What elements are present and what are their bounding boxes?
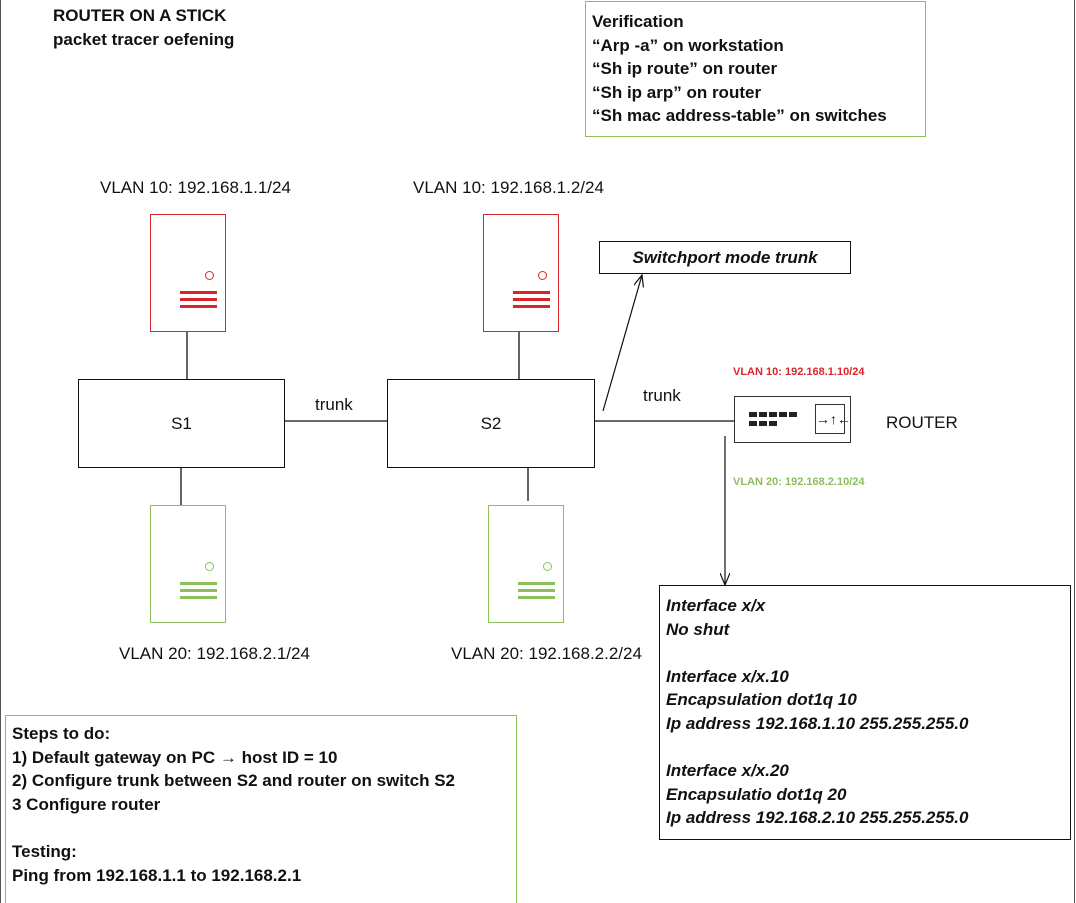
- pc2-vlan10-icon[interactable]: [483, 214, 559, 332]
- pc1-label: VLAN 10: 192.168.1.1/24: [100, 178, 291, 197]
- diagram-title: ROUTER ON A STICK packet tracer oefening: [53, 4, 234, 52]
- verification-line: “Sh ip route” on router: [592, 59, 778, 79]
- steps-heading: Steps to do:: [12, 724, 111, 743]
- verification-line: “Sh mac address-table” on switches: [592, 106, 887, 126]
- pc4-vlan20-icon[interactable]: [488, 505, 564, 623]
- switch-s2-label: S2: [480, 413, 502, 433]
- verification-line: “Sh ip arp” on router: [592, 82, 762, 102]
- config-line: Interface x/x: [666, 596, 766, 615]
- router-vlan10-ip: VLAN 10: 192.168.1.10/24: [733, 366, 865, 378]
- step-1: 1) Default gateway on PC → host ID = 10: [12, 746, 516, 770]
- trunk-label-s2-router: trunk: [643, 386, 681, 405]
- router-label: ROUTER: [886, 413, 958, 432]
- config-line: [666, 736, 1070, 760]
- config-line: Interface x/x.20: [666, 761, 789, 781]
- config-line: Encapsulation dot1q 10: [666, 690, 857, 710]
- router-config-box: Interface x/x No shut Interface x/x.10 E…: [659, 585, 1071, 840]
- config-line: No shut: [666, 619, 730, 639]
- title-line-1: ROUTER ON A STICK: [53, 6, 227, 25]
- config-line: Interface x/x.10: [666, 666, 789, 686]
- config-line: Ip address 192.168.1.10 255.255.255.0: [666, 713, 969, 733]
- title-line-2: packet tracer oefening: [53, 30, 235, 49]
- switch-s1[interactable]: S1: [78, 379, 285, 468]
- pc4-label: VLAN 20: 192.168.2.2/24: [451, 644, 642, 663]
- steps-spacer: [12, 816, 516, 840]
- step-1-tail: host ID = 10: [241, 747, 338, 767]
- config-line: Encapsulatio dot1q 20: [666, 784, 847, 804]
- pc2-label: VLAN 10: 192.168.1.2/24: [413, 178, 604, 197]
- testing-heading: Testing:: [12, 841, 77, 861]
- verification-heading: Verification: [592, 12, 684, 31]
- router-icon[interactable]: →↑←: [734, 396, 851, 443]
- verification-box: Verification “Arp -a” on workstation “Sh…: [585, 1, 926, 137]
- router-symbol-icon: →↑←: [815, 404, 851, 434]
- pc3-label: VLAN 20: 192.168.2.1/24: [119, 644, 310, 663]
- verification-line: “Arp -a” on workstation: [592, 35, 784, 55]
- switchport-callout: Switchport mode trunk: [599, 241, 851, 274]
- switchport-callout-text: Switchport mode trunk: [632, 248, 818, 267]
- step-2: 2) Configure trunk between S2 and router…: [12, 771, 456, 791]
- steps-box: Steps to do: 1) Default gateway on PC → …: [5, 715, 517, 903]
- callout-arrow: [602, 275, 642, 412]
- router-vlan20-ip: VLAN 20: 192.168.2.10/24: [733, 476, 865, 488]
- router-ports-icon: [749, 412, 799, 430]
- config-line: [666, 641, 1070, 665]
- config-line: Ip address 192.168.2.10 255.255.255.0: [666, 808, 969, 828]
- pc3-vlan20-icon[interactable]: [150, 505, 226, 623]
- testing-line: Ping from 192.168.1.1 to 192.168.2.1: [12, 865, 302, 885]
- pc1-vlan10-icon[interactable]: [150, 214, 226, 332]
- switch-s2[interactable]: S2: [387, 379, 595, 468]
- trunk-label-s1-s2: trunk: [315, 395, 353, 414]
- switch-s1-label: S1: [171, 413, 192, 433]
- arrow-right-icon: →: [219, 747, 237, 767]
- step-1-text: 1) Default gateway on PC: [12, 747, 216, 767]
- step-3: 3 Configure router: [12, 794, 161, 814]
